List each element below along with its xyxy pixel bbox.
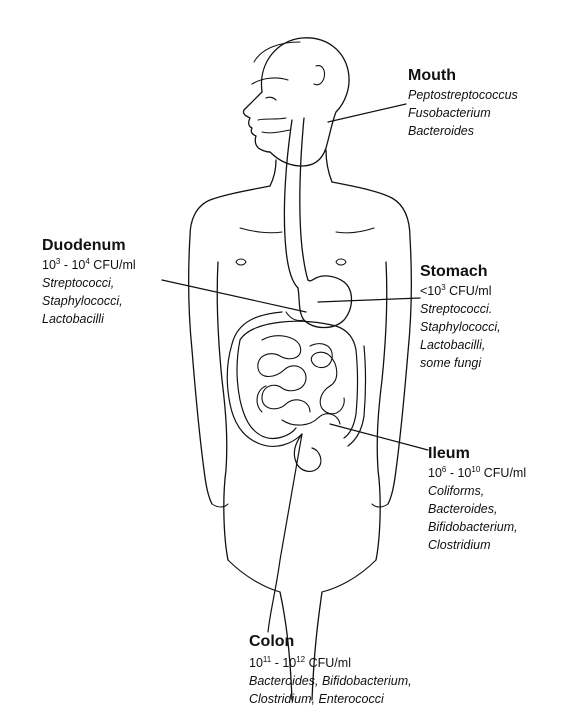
organism-name: Streptococci, <box>42 276 115 290</box>
esophagus <box>283 117 309 289</box>
region-title: Ileum <box>428 445 470 462</box>
stomach-leader-line <box>317 297 421 303</box>
bacterial-count: 106 - 1010 CFU/ml <box>428 464 527 480</box>
organism-name: Streptococci. <box>420 302 493 316</box>
organism-name: Staphylococci, <box>420 320 501 334</box>
region-title: Stomach <box>420 263 488 280</box>
organism-name: Bacteroides <box>408 124 475 138</box>
organism-name: Lactobacilli <box>42 312 104 326</box>
ileum-leader-line <box>329 423 429 451</box>
colon-organ <box>226 311 367 472</box>
label-colon: Colon 1011 - 1012 CFU/ml Bacteroides, Bi… <box>249 632 412 708</box>
label-duodenum: Duodenum 103 - 104 CFU/ml Streptococci, … <box>42 236 136 328</box>
region-title: Duodenum <box>42 237 126 254</box>
bacterial-count: 103 - 104 CFU/ml <box>42 256 136 272</box>
organism-name: Bifidobacterium, <box>428 520 518 534</box>
bacterial-count: 1011 - 1012 CFU/ml <box>249 654 351 670</box>
organism-name: Bacteroides, Bifidobacterium, <box>249 674 412 688</box>
torso-outline <box>188 181 412 701</box>
organism-name: Staphylococci, <box>42 294 123 308</box>
organism-name: Clostridium <box>428 538 491 552</box>
mouth-leader-line <box>327 103 407 123</box>
organism-name: Clostridium, Enterococci <box>249 692 384 706</box>
stomach-organ <box>285 275 353 329</box>
label-stomach: Stomach <103 CFU/ml Streptococci. Staphy… <box>420 262 501 372</box>
leader-lines <box>161 103 429 633</box>
neck-outline <box>269 149 333 187</box>
organism-name: Peptostreptococcus <box>408 88 518 102</box>
organism-name: Coliforms, <box>428 484 485 498</box>
label-mouth: Mouth Peptostreptococcus Fusobacterium B… <box>408 66 518 140</box>
organism-name: Bacteroides, <box>428 502 498 516</box>
organism-name: Fusobacterium <box>408 106 491 120</box>
label-ileum: Ileum 106 - 1010 CFU/ml Coliforms, Bacte… <box>428 444 526 554</box>
region-title: Mouth <box>408 67 456 84</box>
small-intestine <box>256 335 345 426</box>
duodenum-leader-line <box>161 279 307 313</box>
colon-leader-line <box>267 433 303 633</box>
body-details <box>235 258 347 266</box>
head-outline <box>242 37 350 167</box>
organism-name: some fungi <box>420 356 482 370</box>
organism-name: Lactobacilli, <box>420 338 486 352</box>
bacterial-count: <103 CFU/ml <box>420 282 492 298</box>
region-title: Colon <box>249 633 295 650</box>
